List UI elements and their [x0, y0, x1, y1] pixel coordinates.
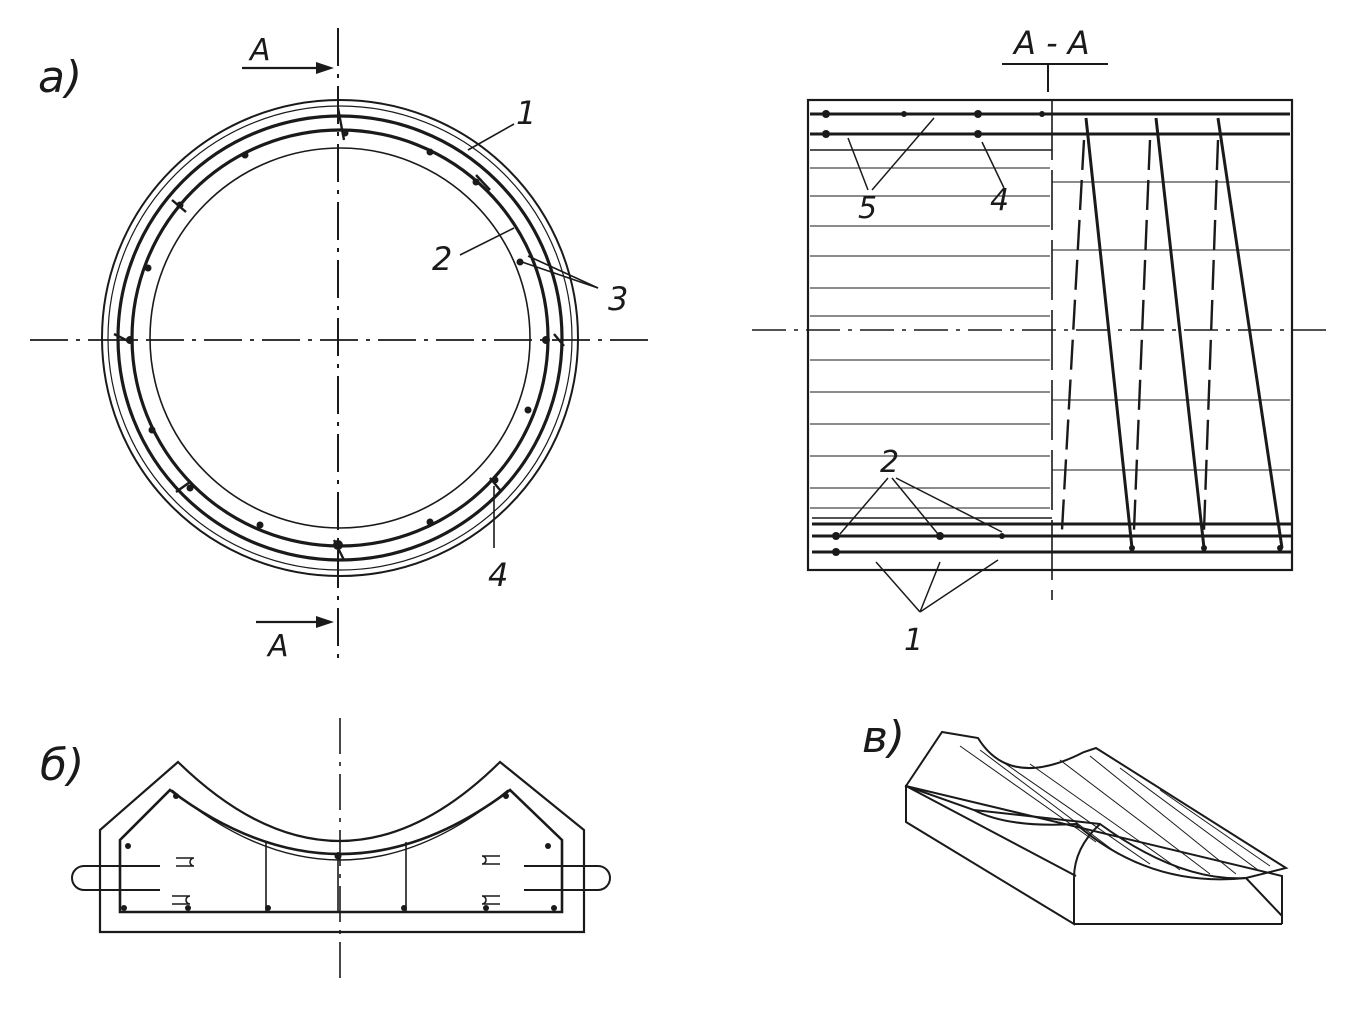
bottom-longitudinal-bars: [812, 517, 1292, 554]
view-b-cradle-block: б): [40, 718, 611, 984]
section-letter-bottom: А: [266, 629, 289, 664]
right-lifting-loop: [524, 865, 611, 891]
callout-3-ring: 3: [608, 280, 628, 318]
section-arrowhead-top: [316, 62, 334, 74]
callout-4-ring: 4: [488, 556, 508, 594]
ring-outer-edge: [101, 99, 579, 577]
top-longitudinal-bars: [810, 112, 1290, 151]
callout-5-section: 5: [858, 191, 877, 226]
view-v-isometric-cradle: в): [862, 712, 1289, 926]
cradle-top-face: [904, 730, 1289, 881]
view-b-label: б): [40, 740, 84, 791]
cradle-surface-hatch: [959, 745, 1271, 875]
view-a-ring-section: а) А А: [30, 28, 655, 665]
callout-leaders-section: [839, 117, 1005, 613]
spiral-reinforcement: [1084, 117, 1284, 549]
outer-surface-lines: [1052, 181, 1290, 471]
block-reinforcement-cage: [118, 788, 564, 914]
callout-leaders-a: [459, 123, 599, 548]
callout-1-section: 1: [904, 623, 923, 658]
section-letter-top: А: [248, 33, 271, 68]
block-bar-dots: [121, 793, 557, 911]
block-vertical-ties: [265, 842, 407, 912]
section-a-a: А - А: [752, 24, 1330, 658]
cradle-surface-line: [171, 789, 509, 861]
callout-2-section: 2: [880, 445, 899, 480]
left-lifting-loop: [71, 865, 160, 891]
section-arrowhead-bottom: [316, 616, 334, 628]
cradle-front-face: [905, 784, 1283, 926]
ring-outer-edge-inner-line: [107, 105, 573, 571]
section-bar-dots: [822, 110, 1283, 556]
transverse-ties: [113, 107, 565, 561]
pipe-wall-outline: [806, 98, 1294, 572]
reinforcement-inner-cage: [130, 128, 550, 548]
callout-2-ring: 2: [432, 240, 452, 278]
reinforcement-outer-cage: [116, 114, 564, 562]
spiral-reinforcement-hidden: [1060, 139, 1220, 531]
block-outline: [98, 760, 586, 934]
callout-4-section: 4: [990, 183, 1009, 218]
bar-hooks: [172, 855, 500, 905]
section-title: А - А: [1012, 24, 1090, 62]
ring-inner-edge: [149, 147, 531, 529]
callout-1-ring: 1: [516, 94, 536, 132]
cradle-edges: [905, 785, 1283, 925]
view-a-label: а): [38, 52, 82, 103]
inner-surface-hatch: [810, 167, 1050, 509]
view-v-label: в): [862, 712, 905, 763]
